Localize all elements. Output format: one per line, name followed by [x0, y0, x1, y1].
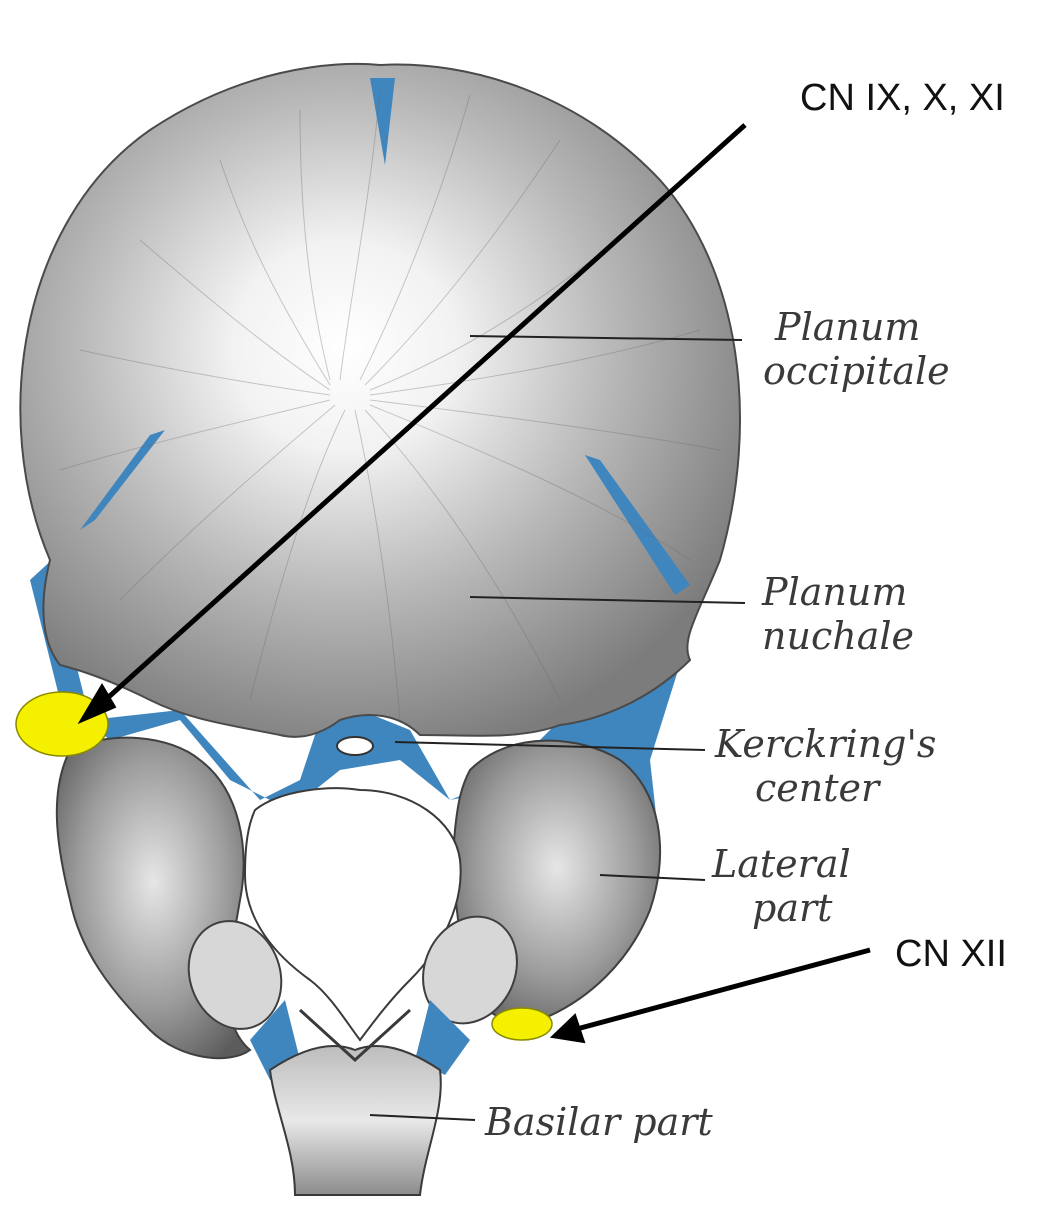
arrowhead-cn-12 [549, 1013, 586, 1044]
label-planum-nuchale-line2: nuchale [762, 614, 914, 658]
arrow-cn-12 [561, 947, 871, 1036]
label-lateral-line1: Lateral [712, 842, 851, 886]
left-condyle [187, 920, 283, 1030]
basilar-inner-v [298, 1008, 412, 1063]
label-kerckring-line2: center [755, 766, 880, 810]
kerckring-center-mark [336, 736, 374, 756]
label-planum-occipitale-line2: occipitale [763, 349, 950, 393]
label-basilar-part: Basilar part [485, 1100, 713, 1144]
label-kerckring-line1: Kerckring's [715, 722, 937, 766]
label-lateral-part: Lateral part [712, 842, 851, 930]
bone-texture [59, 89, 721, 721]
superior-notch [370, 78, 395, 165]
label-lateral-line2: part [752, 886, 833, 930]
foramen-magnum [243, 787, 462, 1042]
arrows [90, 123, 871, 1036]
right-basilar-cartilage [415, 1000, 470, 1075]
left-fissure [80, 430, 165, 530]
leader-lines [369, 335, 746, 1121]
basilar-part [268, 1045, 442, 1196]
label-planum-occipitale-line1: Planum [775, 305, 921, 349]
planum-squama [19, 62, 741, 738]
label-cn-9-10-11: CN IX, X, XI [800, 77, 1005, 119]
jugular-foramen-marker [15, 691, 109, 757]
label-planum-nuchale-line1: Planum [762, 570, 908, 614]
label-kerckring-center: Kerckring's center [715, 722, 936, 810]
right-fissure [585, 455, 690, 595]
label-planum-occipitale: Planum occipitale [763, 305, 950, 393]
hypoglossal-canal-marker [491, 1007, 553, 1041]
label-cn-12: CN XII [895, 933, 1007, 975]
arrowhead-cn-9-10-11 [77, 683, 117, 725]
label-planum-nuchale: Planum nuchale [762, 570, 914, 658]
arrow-cn-9-10-11 [90, 123, 747, 714]
